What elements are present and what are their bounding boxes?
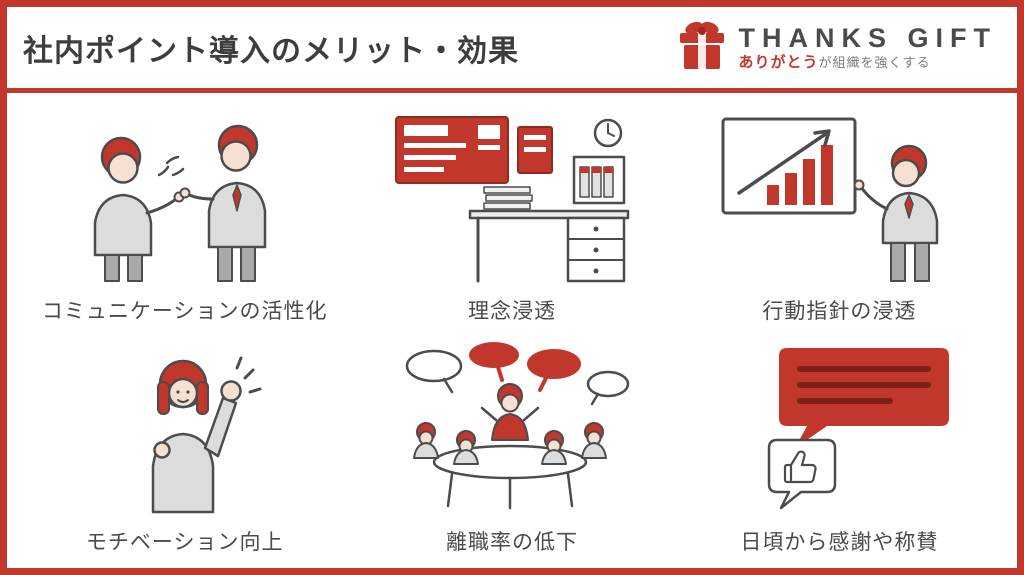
brand-tagline: ありがとうが組織を強くする	[739, 54, 931, 71]
praise-bubble-illustration	[676, 329, 1003, 525]
benefit-item-philosophy: 理念浸透	[348, 97, 675, 329]
motivation-illustration	[21, 329, 348, 525]
benefit-item-guidelines: 行動指針の浸透	[676, 97, 1003, 329]
chart-presentation-illustration	[676, 97, 1003, 293]
benefit-item-motivation: モチベーション向上	[21, 329, 348, 561]
benefit-label: 理念浸透	[467, 299, 556, 323]
benefit-item-turnover: 離職率の低下	[348, 329, 675, 561]
benefit-label: 行動指針の浸透	[762, 299, 917, 323]
brand-text: THANKS GIFT ありがとうが組織を強くする	[739, 23, 998, 71]
brand-logo: THANKS GIFT ありがとうが組織を強くする	[675, 17, 998, 78]
brand-tagline-rest: が組織を強くする	[818, 55, 931, 71]
meeting-illustration	[348, 329, 675, 525]
benefit-label: 日頃から感謝や称賛	[740, 531, 939, 554]
header: 社内ポイント導入のメリット・効果 THANKS GIFT ありがとうが組織を強く…	[7, 7, 1017, 93]
conversation-illustration	[21, 97, 348, 293]
office-board-illustration	[348, 97, 675, 293]
page-title: 社内ポイント導入のメリット・効果	[23, 34, 519, 68]
benefit-item-praise: 日頃から感謝や称賛	[676, 329, 1003, 561]
benefit-label: モチベーション向上	[85, 531, 284, 554]
benefit-label: コミュニケーションの活性化	[41, 299, 328, 323]
benefit-item-communication: コミュニケーションの活性化	[21, 97, 348, 329]
benefits-grid: コミュニケーションの活性化	[7, 93, 1017, 568]
benefit-label: 離職率の低下	[445, 531, 578, 554]
brand-tagline-highlight: ありがとう	[738, 54, 819, 72]
brand-name: THANKS GIFT	[738, 23, 997, 54]
gift-icon	[675, 17, 729, 78]
